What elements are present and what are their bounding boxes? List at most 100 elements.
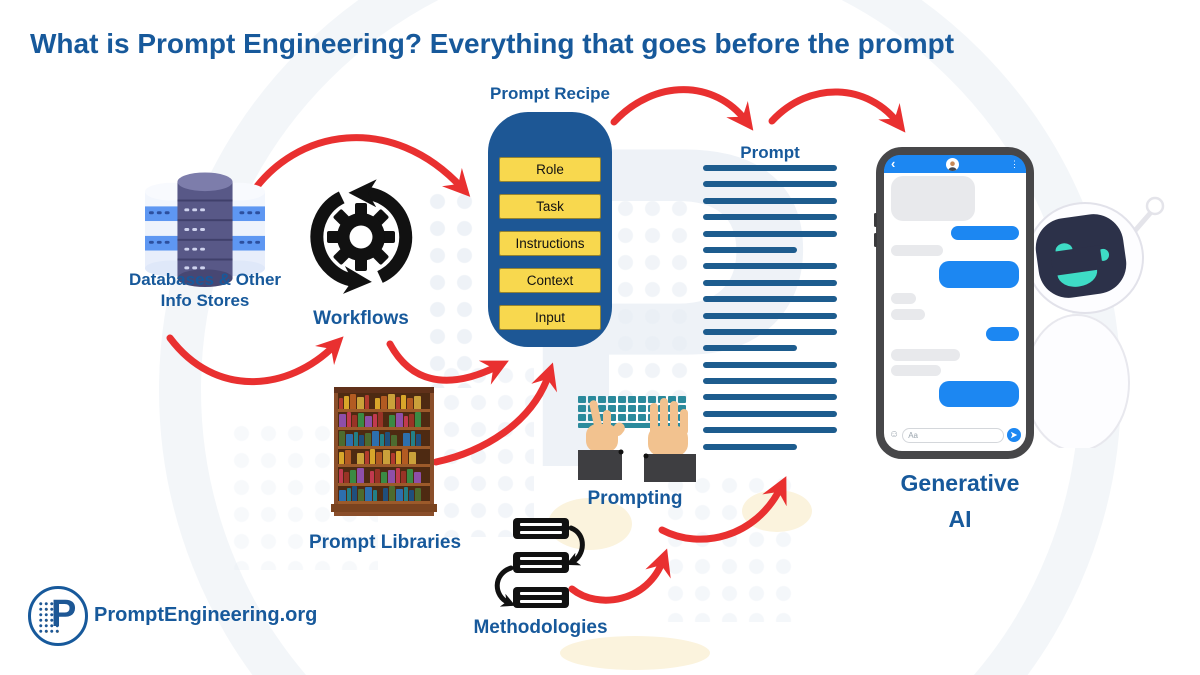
book-spine — [401, 394, 406, 409]
recipe-component-instructions: Instructions — [499, 231, 601, 256]
book-spine — [370, 449, 375, 464]
book-spine — [396, 396, 400, 409]
bookshelf-shelf — [338, 467, 430, 486]
emoji-icon: ☺ — [889, 429, 900, 440]
book-spine — [354, 431, 358, 446]
book-spine — [391, 434, 397, 446]
book-spine — [416, 433, 421, 446]
arrow-databases-to-workflows — [166, 334, 344, 385]
keyboard-key — [588, 396, 596, 403]
chat-bubble-received — [891, 349, 960, 361]
book-spine — [339, 452, 344, 464]
book-spine — [378, 412, 383, 427]
keyboard-key — [628, 405, 636, 412]
dot-pattern — [612, 195, 688, 425]
keyboard-key — [648, 396, 656, 403]
book-spine — [396, 467, 400, 483]
book-spine — [396, 489, 403, 501]
keyboard-key — [638, 414, 646, 421]
book-spine — [409, 490, 414, 501]
recipe-component-context: Context — [499, 268, 601, 293]
keyboard-key — [608, 396, 616, 403]
book-spine — [388, 469, 395, 483]
book-spine — [365, 451, 369, 464]
bookshelf-shelf — [338, 430, 430, 449]
bookshelf-icon — [331, 387, 437, 516]
methodology-step — [513, 552, 569, 573]
book-spine — [376, 452, 382, 464]
chat-bubble-sent — [939, 261, 1019, 288]
book-spine — [365, 432, 371, 446]
prompt-label: Prompt — [740, 143, 800, 162]
prompt-text-line — [703, 361, 837, 368]
arrow-databases-to-recipe — [246, 134, 471, 200]
book-spine — [350, 469, 356, 483]
background-blob — [560, 636, 710, 670]
menu-dots-icon: ⋮ — [1010, 159, 1019, 169]
book-spine — [358, 413, 364, 427]
book-spine — [352, 486, 357, 501]
arrow-prompt-to-generative-ai — [768, 88, 906, 133]
contact-avatar — [946, 157, 960, 171]
send-button — [1007, 428, 1021, 442]
book-spine — [373, 490, 377, 501]
book-spine — [402, 449, 408, 464]
book-spine — [383, 450, 390, 464]
book-spine — [357, 467, 364, 483]
book-spine — [375, 468, 380, 483]
bookshelf-shelf — [338, 393, 430, 412]
bookshelf-top — [334, 387, 434, 393]
gear — [327, 203, 395, 271]
databases-label-line2: Info Stores — [160, 291, 250, 310]
arrow-libraries-to-recipe — [432, 362, 557, 466]
robot-face — [1035, 214, 1127, 298]
keyboard-key — [628, 396, 636, 403]
recipe-component-task: Task — [499, 194, 601, 219]
keyboard-key — [618, 414, 626, 421]
keyboard-key — [618, 396, 626, 403]
gear-cycle-icon — [310, 179, 413, 294]
keyboard-key — [598, 405, 606, 412]
prompt-text-line — [703, 279, 837, 286]
book-spine — [407, 397, 413, 409]
book-spine — [365, 487, 372, 501]
chat-bubble-sent — [939, 381, 1019, 407]
brand-logo: P — [28, 586, 88, 646]
chat-input-bar: ☺ Aa — [884, 423, 1026, 451]
book-spine — [375, 397, 380, 409]
book-spine — [409, 414, 414, 427]
book-spine — [347, 412, 351, 427]
keyboard-key — [598, 396, 606, 403]
back-chevron-icon: ‹ — [891, 156, 896, 171]
book-spine — [381, 471, 387, 483]
bookshelf-shelf — [338, 412, 430, 430]
book-spine — [358, 489, 364, 501]
prompt-recipe-card: Role Task Instructions Context Input — [488, 112, 612, 347]
right-sleeve — [644, 454, 696, 482]
prompt-text-line — [703, 230, 837, 237]
recipe-component-role: Role — [499, 157, 601, 182]
keyboard-bar — [578, 423, 686, 428]
prompt-text-line — [703, 296, 837, 303]
keyboard-key — [638, 396, 646, 403]
book-spine — [396, 413, 403, 427]
prompt-text-line — [703, 312, 837, 319]
book-spine — [365, 416, 372, 427]
dot-pattern — [438, 362, 534, 537]
book-spine — [381, 395, 387, 409]
arrow-workflows-to-recipe — [386, 340, 509, 385]
chat-bubble-received — [891, 245, 943, 256]
book-spine — [385, 431, 390, 446]
left-sleeve — [578, 450, 622, 480]
chat-bubble-received — [891, 309, 925, 320]
robot-icon — [1024, 196, 1165, 448]
workflows-label: Workflows — [313, 308, 409, 329]
book-spine — [411, 430, 415, 446]
prompt-text-line — [703, 427, 837, 434]
dot-pattern — [424, 188, 482, 388]
keyboard-key — [588, 414, 596, 421]
book-spine — [401, 470, 406, 483]
message-input: Aa — [902, 427, 1004, 443]
